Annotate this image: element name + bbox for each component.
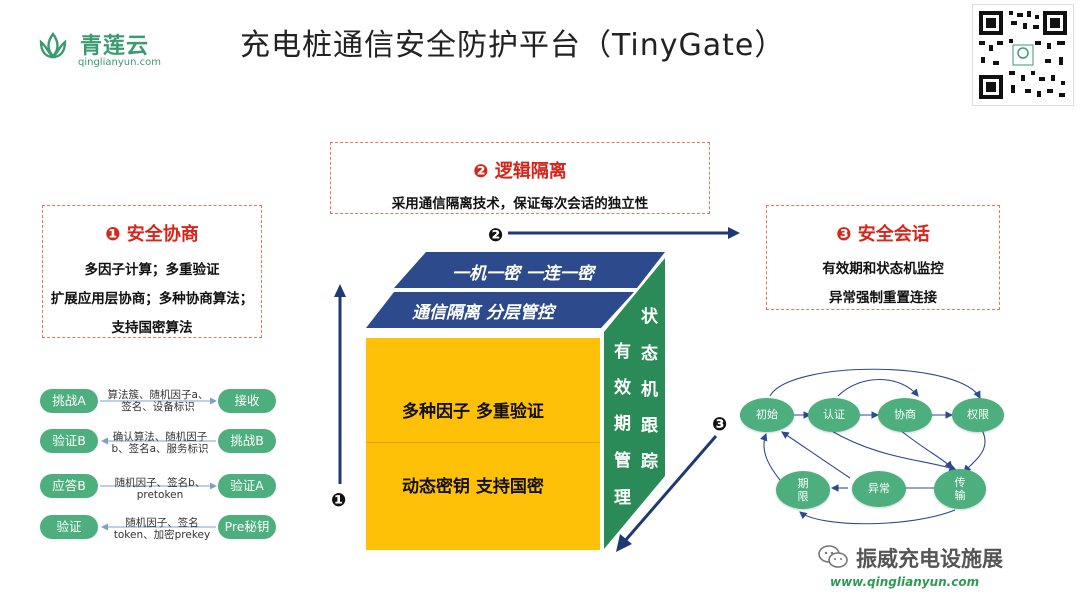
flow-node-prekey: Pre秘钥: [218, 515, 276, 539]
side-char: 管: [614, 451, 631, 471]
secure-session-box: ❸ 安全会话 有效期和状态机监控 异常强制重置连接: [766, 205, 1000, 310]
cube-roof-bottom-text: 通信隔离 分层管控: [412, 303, 554, 323]
logic-isolation-box: ❷ 逻辑隔离 采用通信隔离技术，保证每次会话的独立性: [330, 142, 710, 214]
side-char: 踪: [641, 452, 658, 472]
arrow-up-icon: [334, 284, 346, 484]
flow-node-verify-a: 验证A: [218, 474, 276, 498]
state-permission: 权限: [952, 398, 1004, 432]
side-char: 跟: [641, 416, 658, 436]
marker-2: ❷: [488, 225, 504, 246]
arrow-down-left-icon: [616, 435, 718, 552]
logo-text: 青莲云: [80, 34, 150, 59]
security-negotiation-box: ❶ 安全协商 多因子计算；多重验证 扩展应用层协商；多种协商算法； 支持国密算法: [42, 205, 262, 338]
cube-front-bottom-text: 动态密钥 支持国密: [402, 477, 544, 497]
footer-brand: 振威充电设施展: [856, 547, 1003, 571]
state-transmit-label: 传输: [954, 476, 966, 502]
logic-isolation-text: 采用通信隔离技术，保证每次会话的独立性: [391, 196, 649, 212]
flow-node-reply-b: 应答B: [40, 474, 98, 498]
secure-session-line: 异常强制重置连接: [829, 290, 937, 306]
state-init: 初始: [740, 398, 794, 432]
side-char: 期: [614, 414, 631, 434]
flow-message: 随机因子、签名b、pretoken: [114, 477, 206, 501]
side-char: 理: [614, 488, 631, 508]
flow-node-verify-b: 验证B: [40, 429, 98, 453]
secure-session-heading: ❸ 安全会话: [836, 224, 930, 245]
security-negotiation-line: 支持国密算法: [111, 320, 193, 336]
flow-node-challenge-b: 挑战B: [218, 429, 276, 453]
marker-1: ❶: [331, 490, 347, 511]
cube-roof-top-text: 一机一密 一连一密: [452, 264, 594, 284]
security-negotiation-line: 多因子计算；多重验证: [84, 262, 220, 278]
wechat-icon: [818, 545, 848, 568]
marker-3: ❸: [712, 414, 728, 435]
flow-message: 确认算法、随机因子b、签名a、服务标识: [111, 431, 209, 455]
state-negotiate: 协商: [878, 398, 932, 432]
secure-session-line: 有效期和状态机监控: [822, 261, 944, 277]
flow-message: 算法簇、随机因子a、签名、设备标识: [107, 389, 209, 413]
cube-front-top-text: 多种因子 多重验证: [402, 402, 544, 422]
page-title: 充电桩通信安全防护平台（TinyGate）: [240, 28, 786, 63]
side-char: 状: [641, 307, 658, 327]
cube-divider: [366, 442, 600, 443]
state-expire: 期限: [776, 471, 830, 509]
side-char: 有: [614, 342, 631, 362]
qr-code-icon: [972, 4, 1074, 106]
state-transmit: 传输: [934, 469, 986, 509]
security-negotiation-line: 扩展应用层协商；多种协商算法；: [50, 291, 254, 307]
flow-node-receive: 接收: [218, 389, 276, 413]
state-machine-arrows: [760, 368, 986, 525]
flow-arrows: [100, 397, 217, 531]
flow-node-verify: 验证: [40, 515, 98, 539]
logo-subtitle: qinglianyun.com: [78, 57, 161, 68]
footer-url: www.qinglianyun.com: [830, 575, 980, 589]
state-expire-label: 期限: [797, 477, 809, 503]
side-char: 机: [641, 380, 658, 400]
security-negotiation-heading: ❶ 安全协商: [105, 224, 199, 245]
state-abnormal: 异常: [852, 471, 906, 507]
logic-isolation-heading: ❷ 逻辑隔离: [473, 161, 567, 182]
side-char: 效: [614, 378, 631, 398]
arrow-right-icon: [508, 227, 740, 239]
flow-message: 随机因子、签名token、加密prekey: [113, 517, 211, 541]
state-auth: 认证: [808, 398, 860, 432]
flow-node-challenge-a: 挑战A: [40, 389, 98, 413]
lotus-logo-icon: [39, 31, 67, 59]
side-char: 态: [641, 344, 658, 364]
security-cube: [366, 252, 665, 549]
cube-front-face: [366, 338, 600, 550]
